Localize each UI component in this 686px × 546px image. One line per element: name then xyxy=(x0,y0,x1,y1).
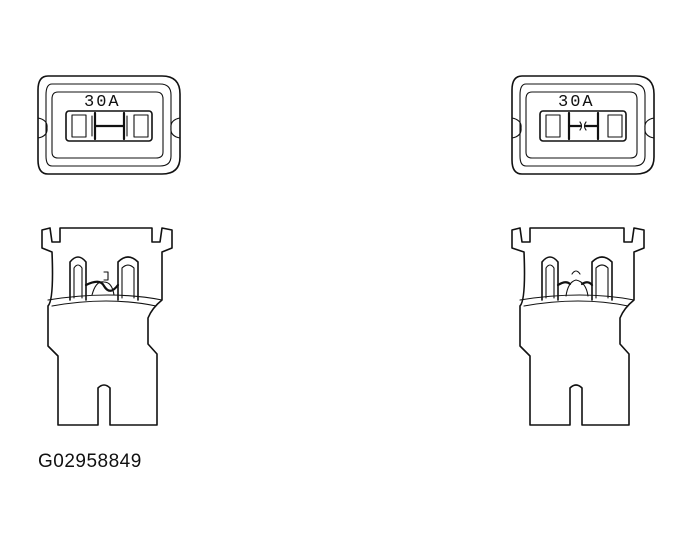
fuse-top-view-right: 30A xyxy=(511,75,655,175)
fuse-side-view-right xyxy=(511,227,645,426)
fuse-top-view-left: 30A xyxy=(37,75,181,175)
fuse-rating-right: 30A xyxy=(558,93,595,112)
figure-id-label: G02958849 xyxy=(38,451,142,472)
fuse-rating-left: 30A xyxy=(84,93,121,112)
fuse-side-view-left xyxy=(41,227,173,426)
